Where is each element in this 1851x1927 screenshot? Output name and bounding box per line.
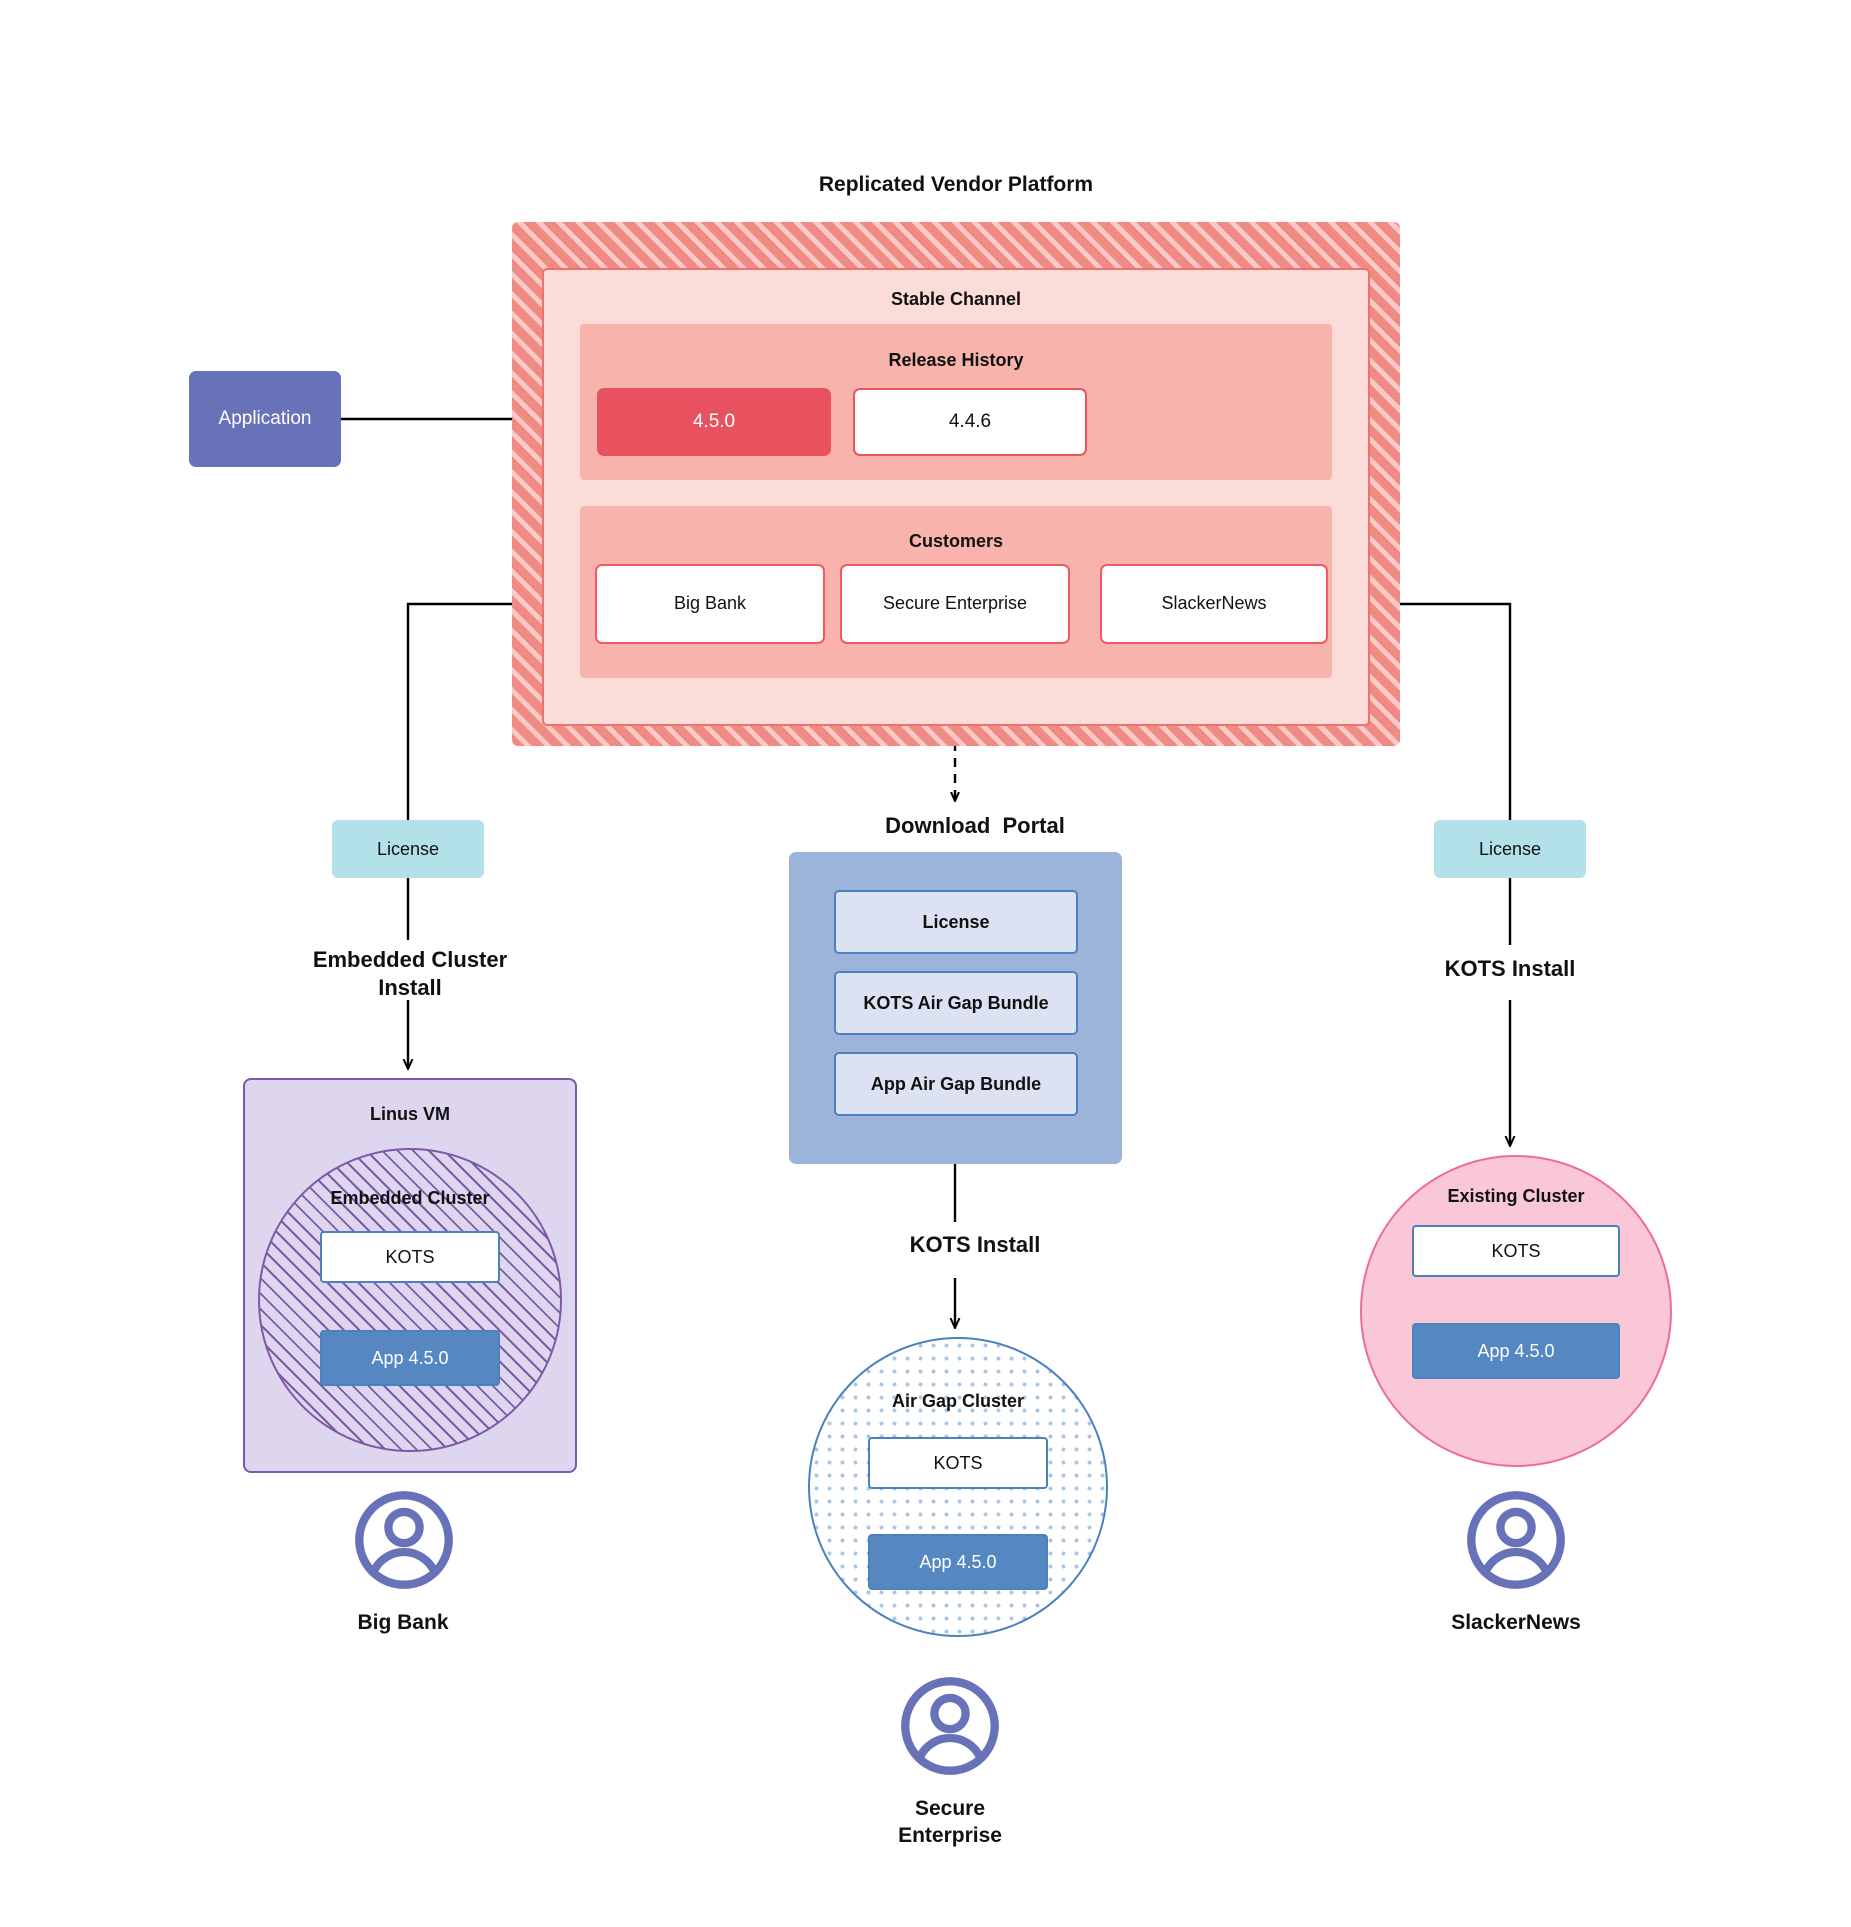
embedded-cluster-kots-box[interactable]: KOTS (320, 1231, 500, 1283)
portal-item-license[interactable]: License (834, 890, 1078, 954)
kots-install-label-right: KOTS Install (1444, 956, 1576, 981)
portal-item-kots-air-gap-bundle[interactable]: KOTS Air Gap Bundle (834, 971, 1078, 1035)
kots-install-label-middle: KOTS Install (909, 1232, 1041, 1257)
air-gap-cluster-kots-box[interactable]: KOTS (868, 1437, 1048, 1489)
license-box-left[interactable]: License (332, 820, 484, 878)
user-avatar-icon (1467, 1491, 1565, 1589)
portal-item-app-air-gap-bundle[interactable]: App Air Gap Bundle (834, 1052, 1078, 1116)
linux-vm-title: Linus VM (370, 1104, 450, 1124)
air-gap-cluster-app-box[interactable]: App 4.5.0 (868, 1534, 1048, 1590)
existing-cluster-circle (1360, 1155, 1672, 1467)
platform-title: Replicated Vendor Platform (818, 173, 1094, 196)
embedded-cluster-app-box[interactable]: App 4.5.0 (320, 1330, 500, 1386)
release-history-title: Release History (888, 350, 1024, 370)
user-avatar-icon (355, 1491, 453, 1589)
embedded-cluster-install-label: Embedded Cluster Install (312, 947, 508, 1001)
user-avatar-icon (901, 1677, 999, 1775)
persona-name-secure-enterprise: Secure Enterprise (898, 1797, 1002, 1847)
existing-cluster-title: Existing Cluster (1447, 1186, 1585, 1206)
embedded-cluster-title: Embedded Cluster (330, 1188, 490, 1208)
embedded-cluster-circle (258, 1148, 562, 1452)
customers-title: Customers (908, 531, 1004, 551)
license-box-right[interactable]: License (1434, 820, 1586, 878)
release-chip-current[interactable]: 4.5.0 (597, 388, 831, 456)
persona-name-slackernews: SlackerNews (1451, 1611, 1581, 1634)
air-gap-cluster-title: Air Gap Cluster (891, 1391, 1025, 1411)
customer-chip-slackernews[interactable]: SlackerNews (1100, 564, 1328, 644)
release-chip-previous[interactable]: 4.4.6 (853, 388, 1087, 456)
existing-cluster-kots-box[interactable]: KOTS (1412, 1225, 1620, 1277)
persona-name-big-bank: Big Bank (357, 1611, 449, 1634)
stable-channel-title: Stable Channel (890, 289, 1022, 309)
download-portal-title: Download Portal (885, 813, 1065, 838)
customer-chip-secure-enterprise[interactable]: Secure Enterprise (840, 564, 1070, 644)
customer-chip-big-bank[interactable]: Big Bank (595, 564, 825, 644)
application-box[interactable]: Application (189, 371, 341, 467)
existing-cluster-app-box[interactable]: App 4.5.0 (1412, 1323, 1620, 1379)
